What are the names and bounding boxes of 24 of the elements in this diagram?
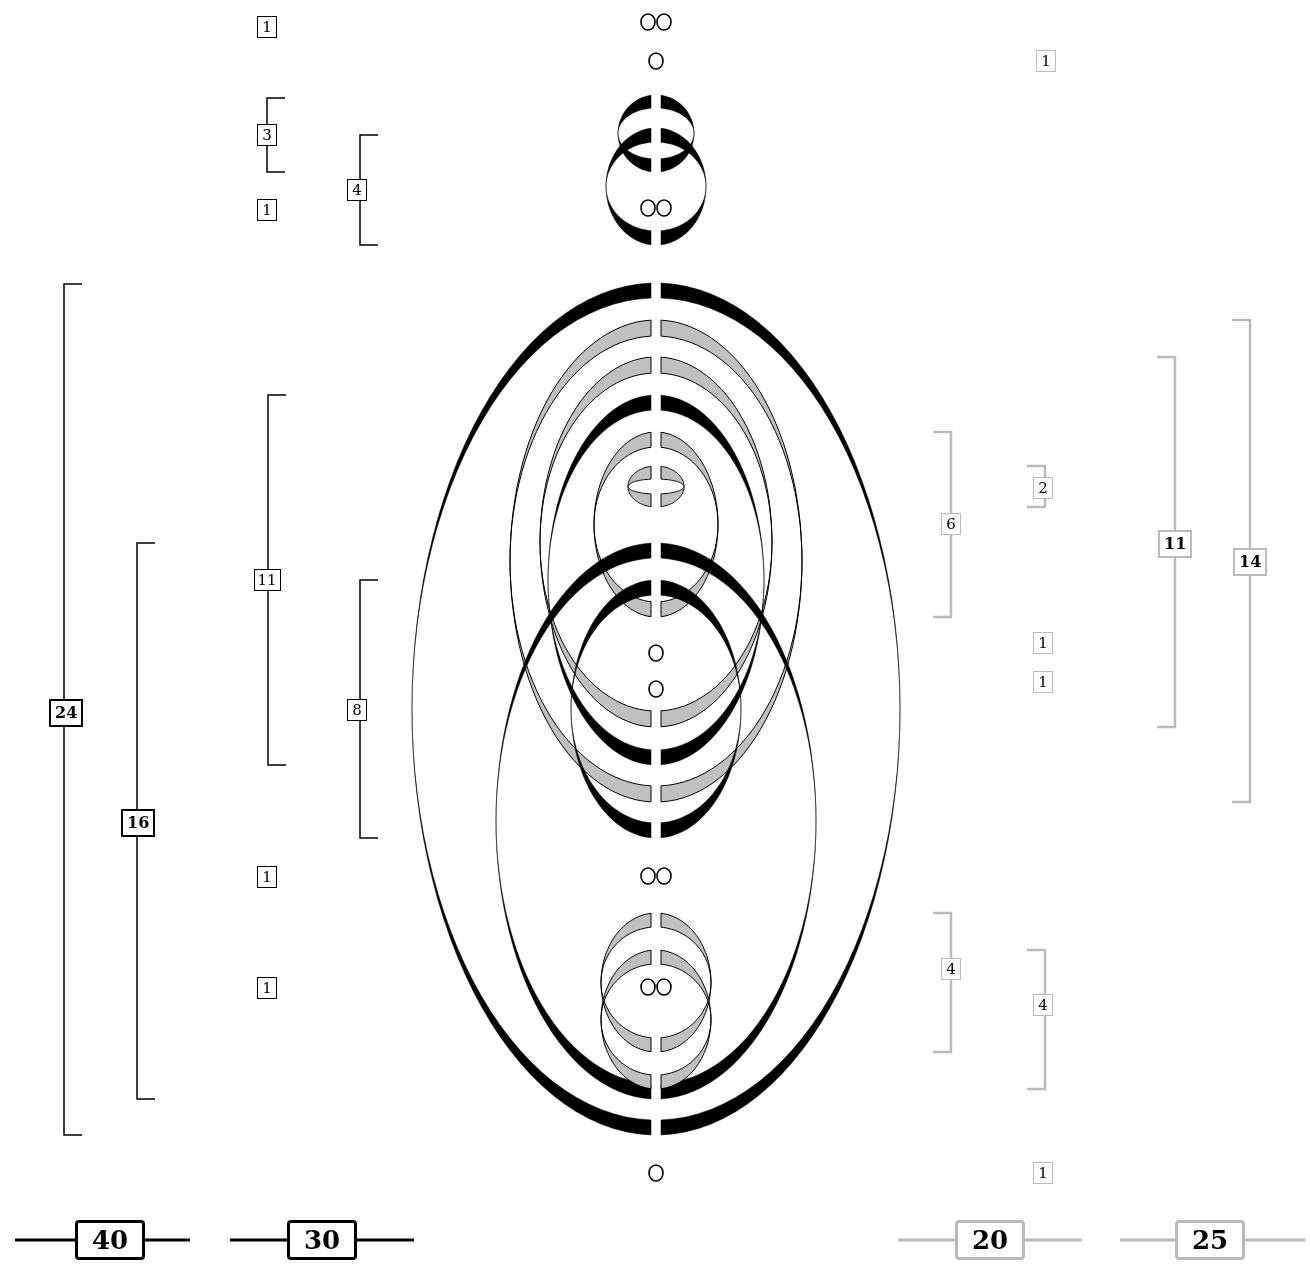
callout-number: 24: [49, 699, 84, 727]
callout-number: 40: [75, 1220, 145, 1260]
callout-number: 11: [1158, 530, 1193, 558]
callout-number: 1: [257, 866, 277, 888]
callout-number: 1: [1036, 50, 1056, 72]
callout-number: 1: [257, 199, 277, 221]
callout-number: 11: [253, 569, 281, 591]
callout-number: 6: [941, 513, 961, 535]
callout-number: 4: [1033, 994, 1053, 1016]
callout-number: 1: [257, 977, 277, 999]
callout-number: 4: [941, 958, 961, 980]
callout-number: 1: [1033, 632, 1053, 654]
callout-number: 16: [121, 809, 156, 837]
callout-number: 20: [955, 1220, 1025, 1260]
callout-number: 14: [1233, 548, 1268, 576]
callout-number: 1: [1033, 1162, 1053, 1184]
callout-number: 25: [1175, 1220, 1245, 1260]
callout-number: 4: [347, 179, 367, 201]
callout-number: 8: [347, 699, 367, 721]
callout-number: 3: [257, 124, 277, 146]
callout-number: 30: [287, 1220, 357, 1260]
callout-number: 1: [257, 16, 277, 38]
callout-number: 2: [1033, 477, 1053, 499]
callout-number: 1: [1033, 671, 1053, 693]
